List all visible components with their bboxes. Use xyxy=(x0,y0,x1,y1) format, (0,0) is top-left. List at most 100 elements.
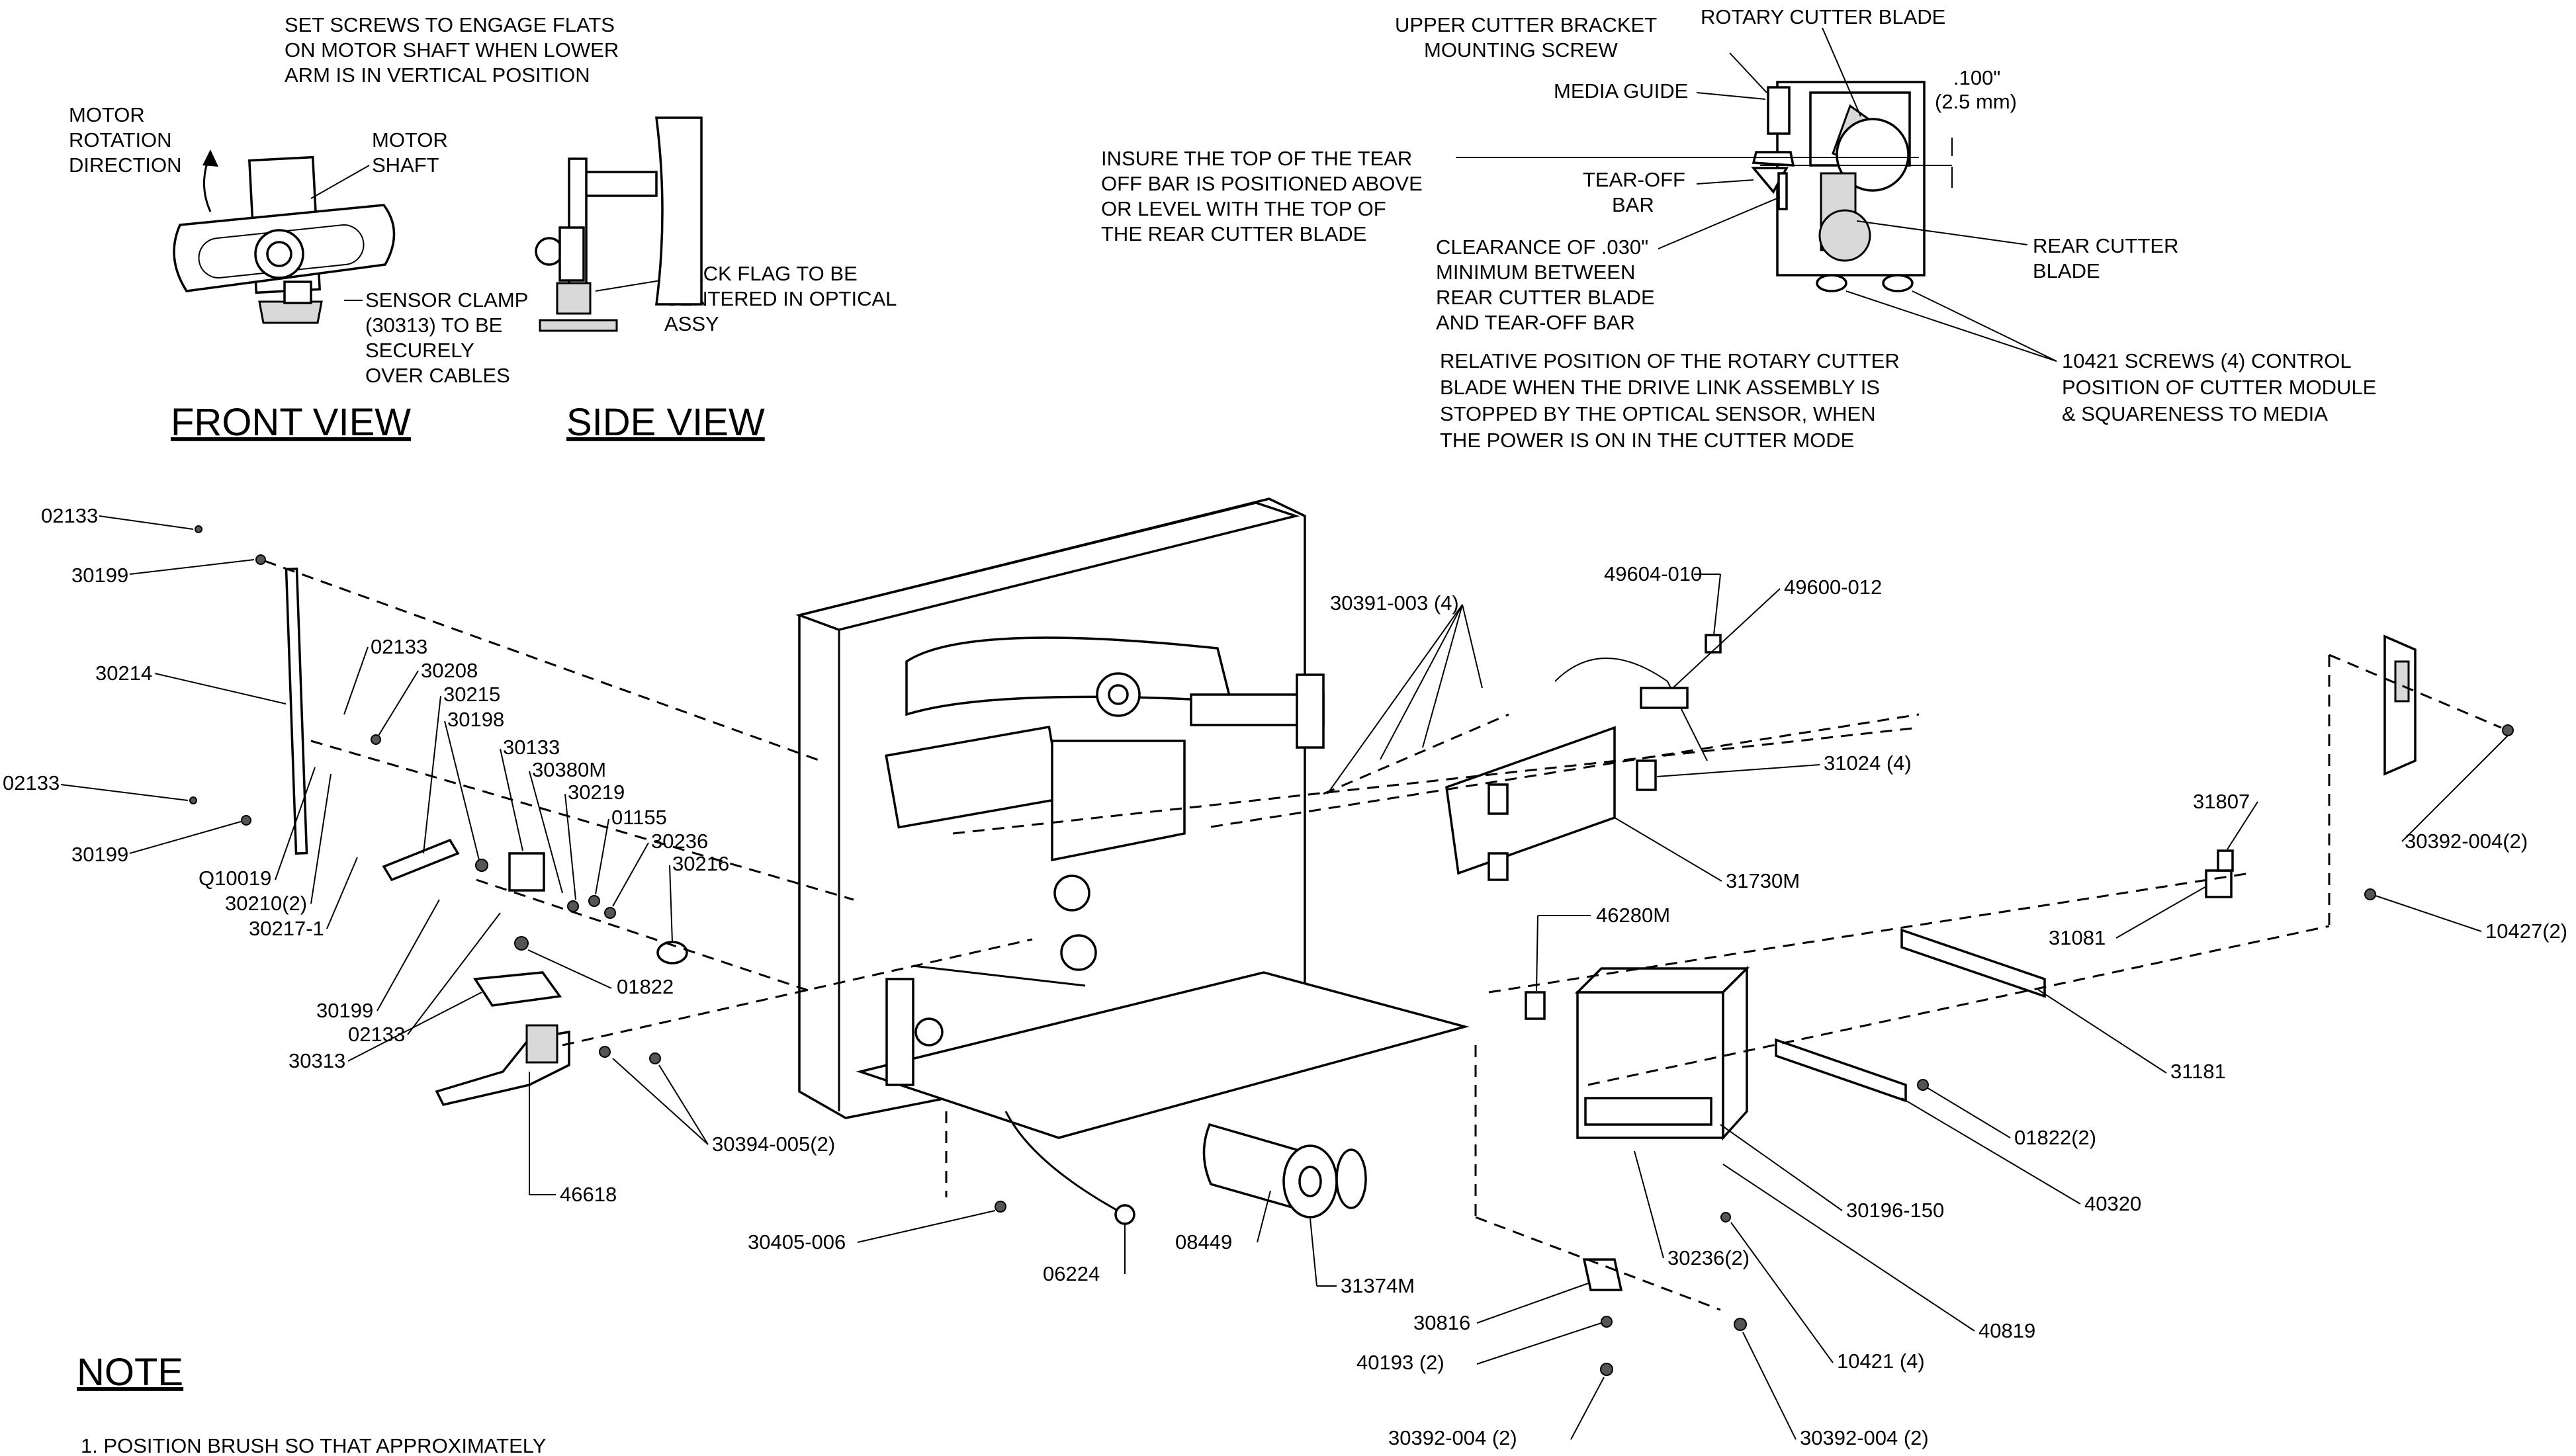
leader-01155 xyxy=(595,818,609,895)
leader-30215 xyxy=(423,695,441,854)
leader-49600 xyxy=(1672,588,1781,689)
right-exploded-parts xyxy=(1445,634,2514,1376)
washer-30208 xyxy=(371,734,381,745)
leader-30199-b xyxy=(129,821,242,854)
motor-assembly xyxy=(1004,1111,1367,1225)
bracket-31081 xyxy=(2205,869,2233,898)
connector-49604 xyxy=(1705,634,1722,654)
side-black-flag xyxy=(556,282,592,315)
callout-31181: 31181 xyxy=(2170,1060,2226,1083)
callout-40320: 40320 xyxy=(2084,1192,2141,1215)
callout-10427: 10427(2) xyxy=(2485,920,2567,943)
screw-02133-b xyxy=(189,796,197,804)
gear-plate xyxy=(1051,740,1186,862)
leader-40819 xyxy=(1722,1164,1975,1332)
callout-30236-2: 30236(2) xyxy=(1667,1246,1750,1269)
rotation-arrowhead xyxy=(202,150,218,167)
callout-10421: 10421 (4) xyxy=(1837,1349,1925,1373)
tear-off-line1: TEAR-OFF xyxy=(1583,168,1685,191)
insure-note-line3: OR LEVEL WITH THE TOP OF xyxy=(1101,197,1386,220)
washer-30199-a xyxy=(255,554,266,565)
standoff-b xyxy=(1636,759,1657,791)
callout-46280M: 46280M xyxy=(1596,904,1670,927)
align-1 xyxy=(264,560,821,762)
align-5 xyxy=(952,726,1920,835)
leader-30210 xyxy=(310,773,332,904)
note-item-1: 1. POSITION BRUSH SO THAT APPROXIMATELY xyxy=(81,1434,546,1456)
leader-31807 xyxy=(2227,801,2258,850)
bracket-30816 xyxy=(1582,1258,1623,1291)
motor-shaft-end xyxy=(1298,1166,1322,1197)
callout-01155: 01155 xyxy=(611,806,667,829)
relative-line4: THE POWER IS ON IN THE CUTTER MODE xyxy=(1440,429,1854,452)
screw-30405 xyxy=(995,1201,1006,1213)
bracket-46280M xyxy=(1525,991,1546,1020)
standoff-a xyxy=(1488,783,1509,815)
callout-49600: 49600-012 xyxy=(1784,576,1882,599)
callout-02133-c: 02133 xyxy=(371,635,427,658)
media-guide-label: MEDIA GUIDE xyxy=(1554,79,1688,103)
leader-49604-v xyxy=(1713,574,1721,636)
callout-30380M: 30380M xyxy=(532,758,606,781)
media-guide-bar xyxy=(912,964,1086,987)
callout-30405: 30405-006 xyxy=(748,1230,846,1254)
callout-30133: 30133 xyxy=(503,736,560,759)
align-8 xyxy=(1488,872,2250,994)
callout-30313: 30313 xyxy=(289,1049,345,1072)
frame-hole-2 xyxy=(1060,934,1097,971)
callout-30236: 30236 xyxy=(651,830,708,853)
black-flag-line3: ASSY xyxy=(664,312,719,335)
callout-01822-2: 01822(2) xyxy=(2014,1126,2096,1149)
bearing-30198 xyxy=(475,859,488,872)
sensor-clamp-line3: SECURELY xyxy=(365,339,474,362)
leader-31181 xyxy=(2037,989,2167,1074)
insure-note-line2: OFF BAR IS POSITIONED ABOVE xyxy=(1101,172,1423,195)
gap-dimension-line2: (2.5 mm) xyxy=(1935,90,2017,113)
leader-01822-2 xyxy=(1926,1087,2011,1138)
leader-10427 xyxy=(2375,895,2482,932)
callout-30217: 30217-1 xyxy=(249,917,324,940)
align-10 xyxy=(2329,654,2502,729)
callout-06224: 06224 xyxy=(1043,1262,1100,1285)
callout-30210: 30210(2) xyxy=(225,892,307,915)
rear-blade-line2: BLADE xyxy=(2033,259,2100,282)
motor-shaft-core xyxy=(266,241,292,267)
leader-31024 xyxy=(1656,764,1820,777)
leader-30216 xyxy=(669,865,673,943)
callout-02133-d: 02133 xyxy=(348,1023,405,1046)
screw-10427 xyxy=(2364,888,2376,900)
ribbon-spindle-core xyxy=(1108,684,1129,705)
sensor-housing xyxy=(508,852,545,892)
leader-30133 xyxy=(500,748,523,851)
leader-31374M-v xyxy=(1310,1218,1317,1287)
rotary-blade-label: ROTARY CUTTER BLADE xyxy=(1701,5,1945,28)
sensor-disc xyxy=(914,1017,944,1047)
clearance-line2: MINIMUM BETWEEN xyxy=(1436,261,1635,284)
callout-08449: 08449 xyxy=(1175,1230,1232,1254)
screws-control-leader-1 xyxy=(1845,290,2057,362)
rear-blade-line1: REAR CUTTER xyxy=(2033,234,2178,257)
align-6 xyxy=(1210,713,1920,828)
motor-shaft-leader xyxy=(310,165,370,199)
black-flag-leader xyxy=(595,280,661,292)
leader-30199-a xyxy=(129,559,255,575)
alignment-lines xyxy=(264,560,2502,1311)
part-01822 xyxy=(514,936,529,951)
leader-30394-a xyxy=(612,1058,709,1145)
leader-30313 xyxy=(347,992,482,1062)
motor-rotation-line1: MOTOR xyxy=(69,103,145,126)
set-screws-note-line2: ON MOTOR SHAFT WHEN LOWER xyxy=(285,38,619,62)
cutter-bracket-30196 xyxy=(1584,1097,1712,1126)
sensor-bracket xyxy=(885,978,914,1086)
set-screws-note-line1: SET SCREWS TO ENGAGE FLATS xyxy=(285,13,615,36)
sensor-block xyxy=(283,280,312,304)
callout-31374M: 31374M xyxy=(1341,1274,1415,1297)
part-31807 xyxy=(2217,849,2234,872)
leader-30405 xyxy=(857,1210,996,1243)
callout-02133-a: 02133 xyxy=(41,504,98,527)
side-motor-shaft xyxy=(584,171,658,197)
sensor-clamp-line2: (30313) TO BE xyxy=(365,314,502,337)
callout-30199-c: 30199 xyxy=(316,999,373,1022)
part-30236 xyxy=(604,907,616,919)
leader-40193 xyxy=(1476,1322,1602,1365)
